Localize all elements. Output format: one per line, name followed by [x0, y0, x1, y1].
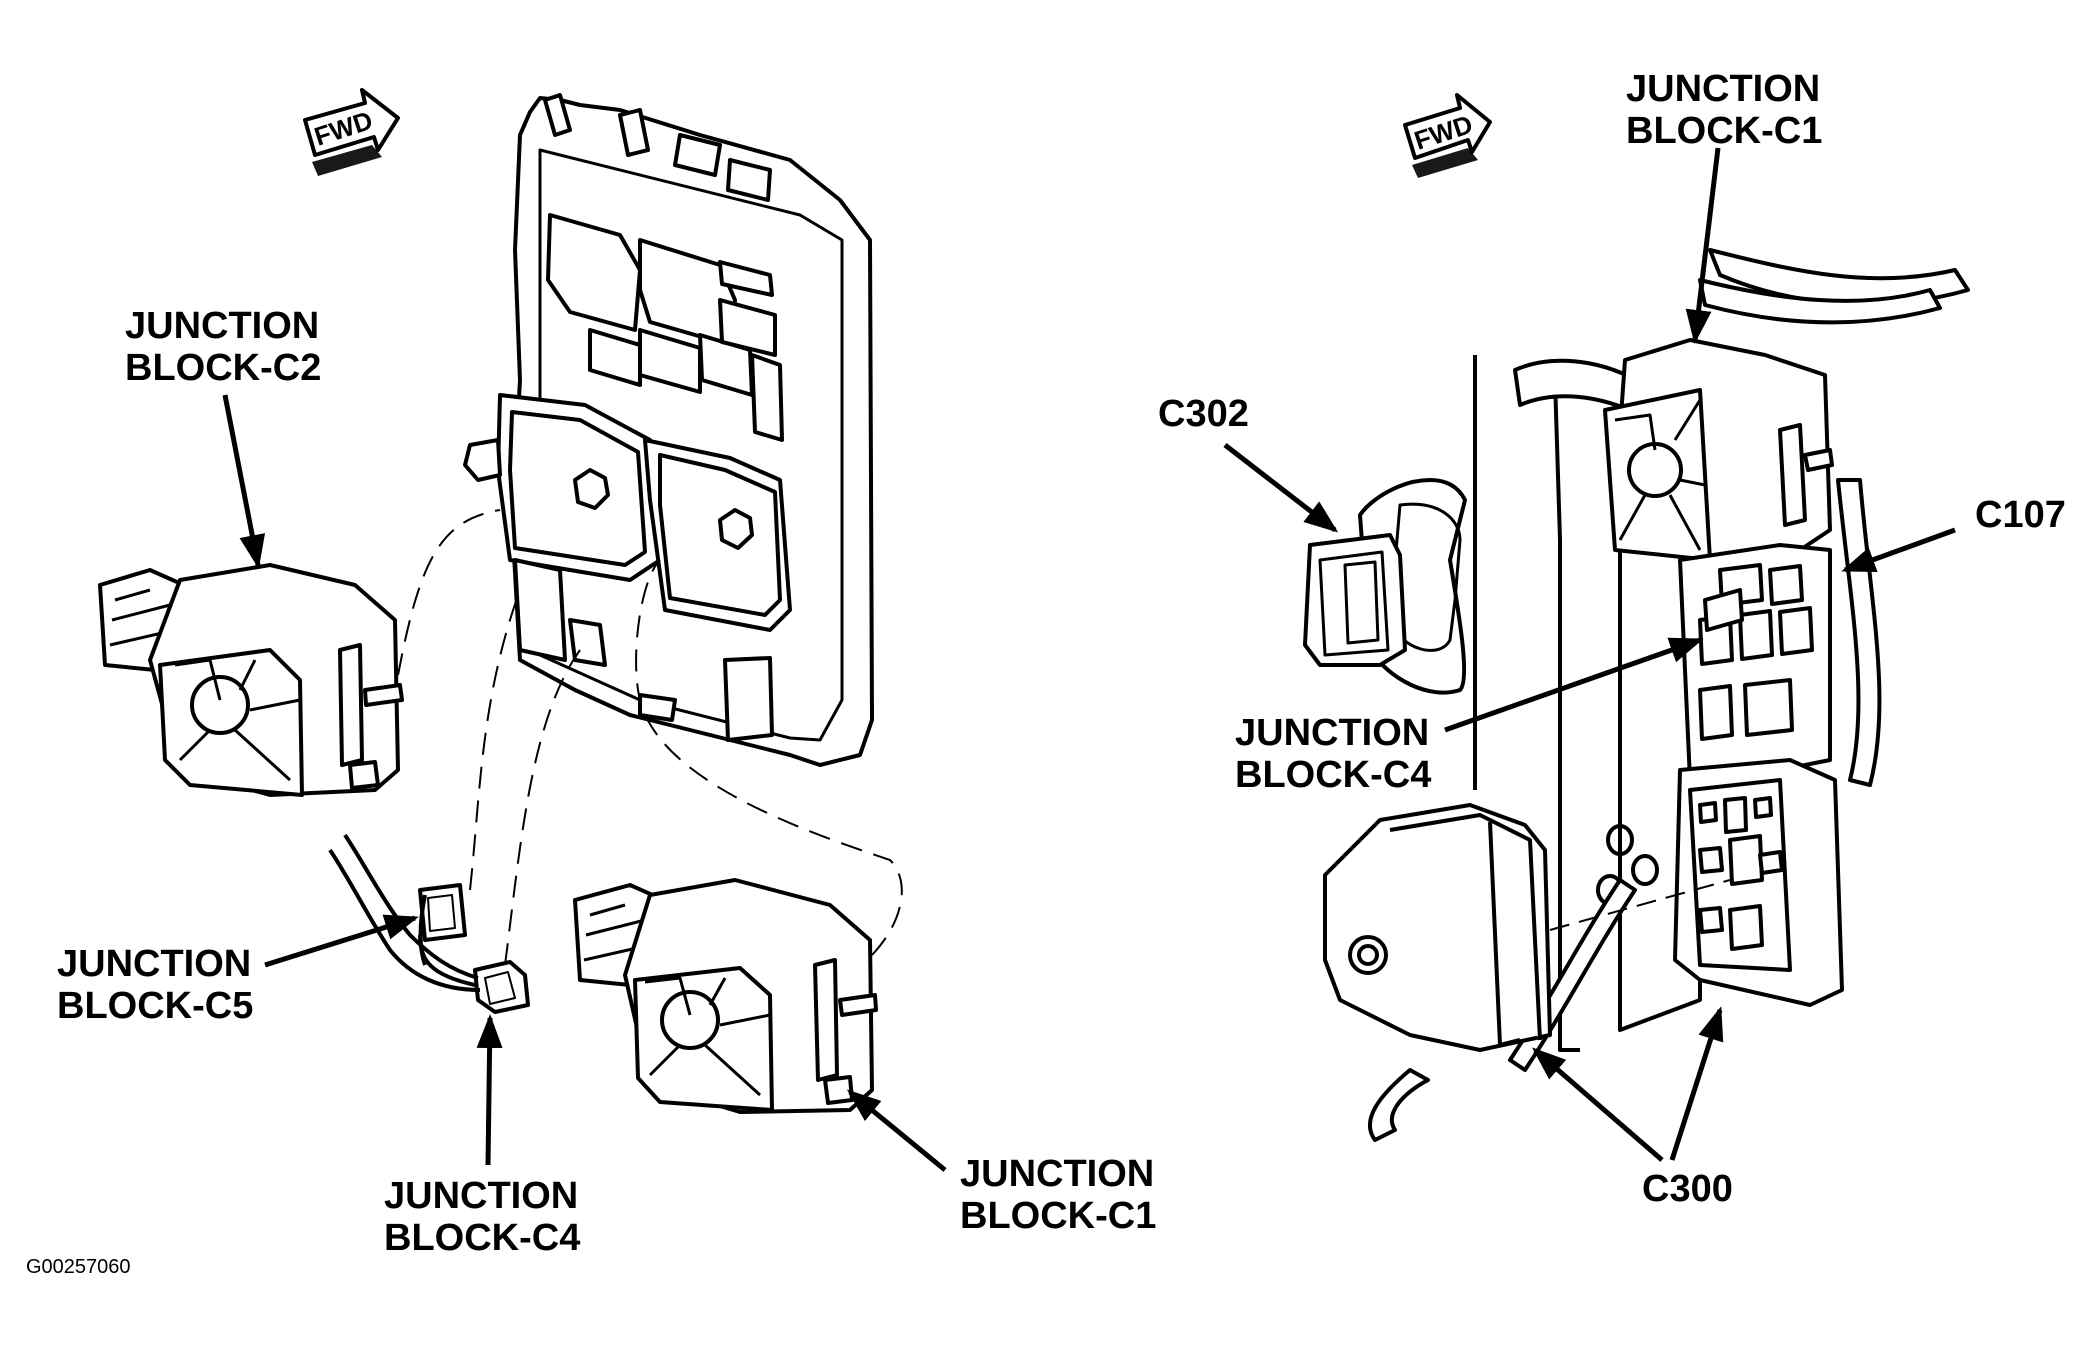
c2-connector [98, 563, 404, 797]
label-line: JUNCTION [960, 1153, 1155, 1195]
label-line: JUNCTION [1626, 68, 1821, 110]
label-junction-block-c4-right: JUNCTION BLOCK-C4 [1235, 712, 1431, 796]
c4-connector-left [473, 960, 530, 1014]
c5-connector [418, 883, 467, 942]
label-line: JUNCTION [384, 1175, 579, 1217]
junction-block-body [463, 93, 874, 767]
label-line: JUNCTION [1235, 712, 1430, 754]
label-junction-block-c1-right: JUNCTION BLOCK-C1 [1626, 68, 1822, 152]
label-junction-block-c2: JUNCTION BLOCK-C2 [125, 305, 321, 389]
c300-block [1673, 758, 1844, 1007]
label-junction-block-c4-left: JUNCTION BLOCK-C4 [384, 1175, 580, 1259]
c1-connector-right [1603, 338, 1834, 567]
label-c302: C302 [1158, 393, 1249, 435]
label-line: BLOCK-C4 [384, 1217, 581, 1259]
label-c107: C107 [1975, 494, 2066, 536]
label-line: BLOCK-C5 [57, 985, 254, 1027]
label-line: BLOCK-C4 [1235, 754, 1432, 796]
figure-code: G00257060 [26, 1256, 131, 1278]
label-line: BLOCK-C1 [960, 1195, 1157, 1237]
fwd-arrow-left: FWD [303, 88, 400, 176]
label-junction-block-c1-left: JUNCTION BLOCK-C1 [960, 1153, 1156, 1237]
label-line: BLOCK-C2 [125, 347, 322, 389]
c302-connector [1303, 478, 1467, 695]
label-c300: C300 [1642, 1168, 1733, 1210]
connection-guides-right [1549, 879, 1731, 931]
c107-block [1678, 543, 1832, 782]
leader-arrows-left [222, 394, 947, 1172]
connection-guides-left [397, 509, 903, 966]
leader-arrows-right [1223, 147, 1956, 1162]
label-line: JUNCTION [57, 943, 252, 985]
label-line: JUNCTION [125, 305, 320, 347]
label-junction-block-c5: JUNCTION BLOCK-C5 [57, 943, 253, 1027]
c1-connector-left [573, 878, 878, 1114]
fwd-arrow-right: FWD [1403, 93, 1492, 178]
c300-connector [1323, 803, 1552, 1052]
label-line: BLOCK-C1 [1626, 110, 1823, 152]
